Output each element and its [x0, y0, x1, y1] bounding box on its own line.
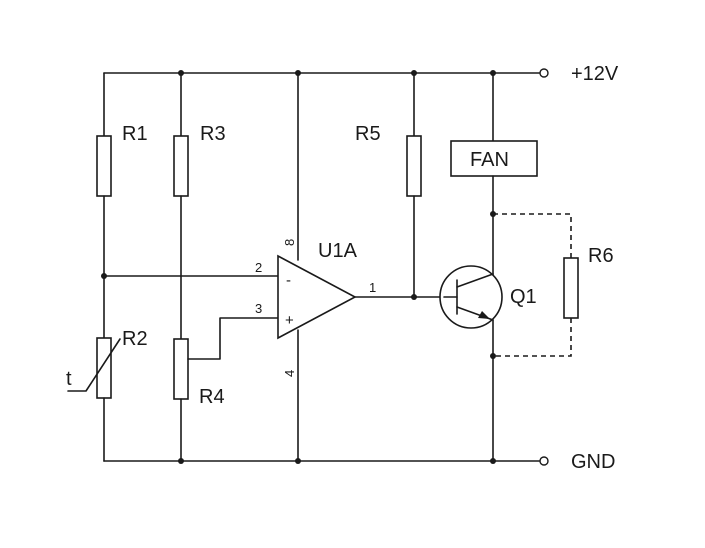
r2-label: R2: [122, 328, 148, 350]
q1-emitter-arrow: [478, 311, 490, 319]
r4-potentiometer: [173, 338, 189, 400]
r6-label: R6: [588, 245, 614, 267]
r5-label: R5: [355, 123, 381, 145]
pin-2-label: 2: [255, 260, 262, 275]
opamp-plus-sign: +: [285, 312, 294, 329]
junction-dots: [101, 70, 496, 464]
ground-label: GND: [571, 451, 615, 473]
r4-wiper-wire: [187, 317, 279, 360]
q1-envelope: [439, 265, 503, 329]
thermistor-label: t: [66, 368, 72, 390]
pin-1-label: 1: [369, 280, 376, 295]
r5-pullup: [406, 72, 422, 298]
pin-8-label: 8: [282, 239, 297, 246]
supply-terminal: [539, 68, 549, 78]
r1-resistor: [96, 135, 112, 197]
pin-3-label: 3: [255, 301, 262, 316]
transistor-q1: [439, 265, 503, 329]
fan-branch: [450, 72, 538, 462]
opamp-minus-sign: -: [286, 272, 291, 289]
r3-resistor: [173, 135, 189, 197]
r3-label: R3: [200, 123, 226, 145]
r4-label: R4: [199, 386, 225, 408]
fan-box: [450, 140, 538, 177]
r6-dashed-bypass: [493, 213, 579, 357]
r2-thermistor: [96, 337, 112, 399]
r6-resistor: [563, 257, 579, 319]
q1-collector: [456, 273, 494, 288]
ground-terminal: [539, 456, 549, 466]
thermistor-mark: [67, 338, 121, 392]
supply-label: +12V: [571, 63, 619, 85]
r1-r2-divider: [67, 72, 121, 462]
opamp-label: U1A: [318, 240, 358, 262]
r3-r4-divider: [173, 72, 279, 462]
r1-label: R1: [122, 123, 148, 145]
fan-label: FAN: [470, 149, 509, 171]
transistor-label: Q1: [510, 286, 537, 308]
opamp-u1a: - +: [277, 72, 357, 462]
r5-resistor: [406, 135, 422, 197]
pin-4-label: 4: [282, 370, 297, 377]
opamp-triangle: [277, 254, 357, 340]
